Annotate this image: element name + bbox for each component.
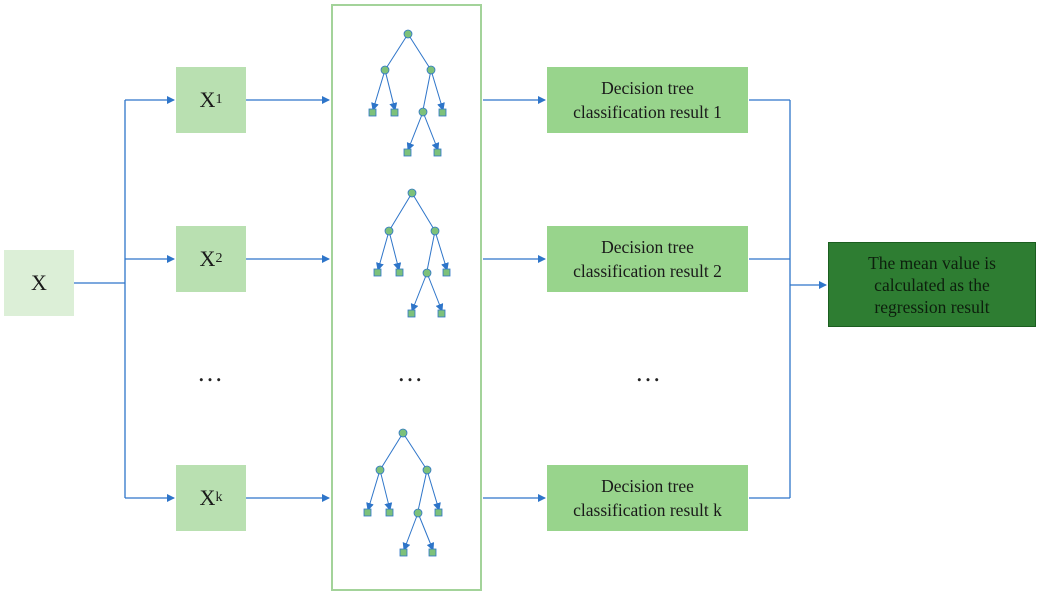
subset-xk-base: X [199, 485, 216, 510]
result-k-line2: classification result k [573, 500, 722, 520]
result-box-1: Decision tree classification result 1 [547, 67, 748, 133]
tree-ellipsis: … [397, 358, 423, 387]
decision-tree-2 [376, 192, 449, 312]
input-x-label: X [31, 270, 47, 295]
result-1-line2: classification result 1 [573, 102, 722, 122]
result-box-2: Decision tree classification result 2 [547, 226, 748, 292]
subset-xk-sub: k [215, 490, 223, 505]
result-2-line2: classification result 2 [573, 261, 722, 281]
subset-x1-base: X [199, 87, 216, 112]
decision-tree-1 [371, 33, 445, 151]
decision-tree-1-nodes [368, 29, 447, 157]
final-line3: regression result [874, 296, 990, 317]
result-ellipsis: … [635, 358, 661, 387]
subset-x1-sub: 1 [215, 92, 223, 107]
input-x-box: X [4, 250, 74, 316]
final-line1: The mean value is [868, 252, 996, 273]
subset-ellipsis: … [197, 358, 223, 387]
result-k-line1: Decision tree [601, 476, 694, 496]
subset-x2-sub: 2 [215, 251, 223, 266]
decision-tree-k-nodes [363, 428, 443, 557]
final-result-box: The mean value is calculated as the regr… [828, 242, 1036, 327]
decision-forest-panel [331, 4, 482, 591]
subset-x2-base: X [199, 246, 216, 271]
result-box-k: Decision tree classification result k [547, 465, 748, 531]
final-line2: calculated as the [874, 274, 990, 295]
decision-tree-2-nodes [373, 188, 451, 318]
result-1-line1: Decision tree [601, 78, 694, 98]
decision-tree-k [366, 432, 441, 551]
result-2-line1: Decision tree [601, 237, 694, 257]
